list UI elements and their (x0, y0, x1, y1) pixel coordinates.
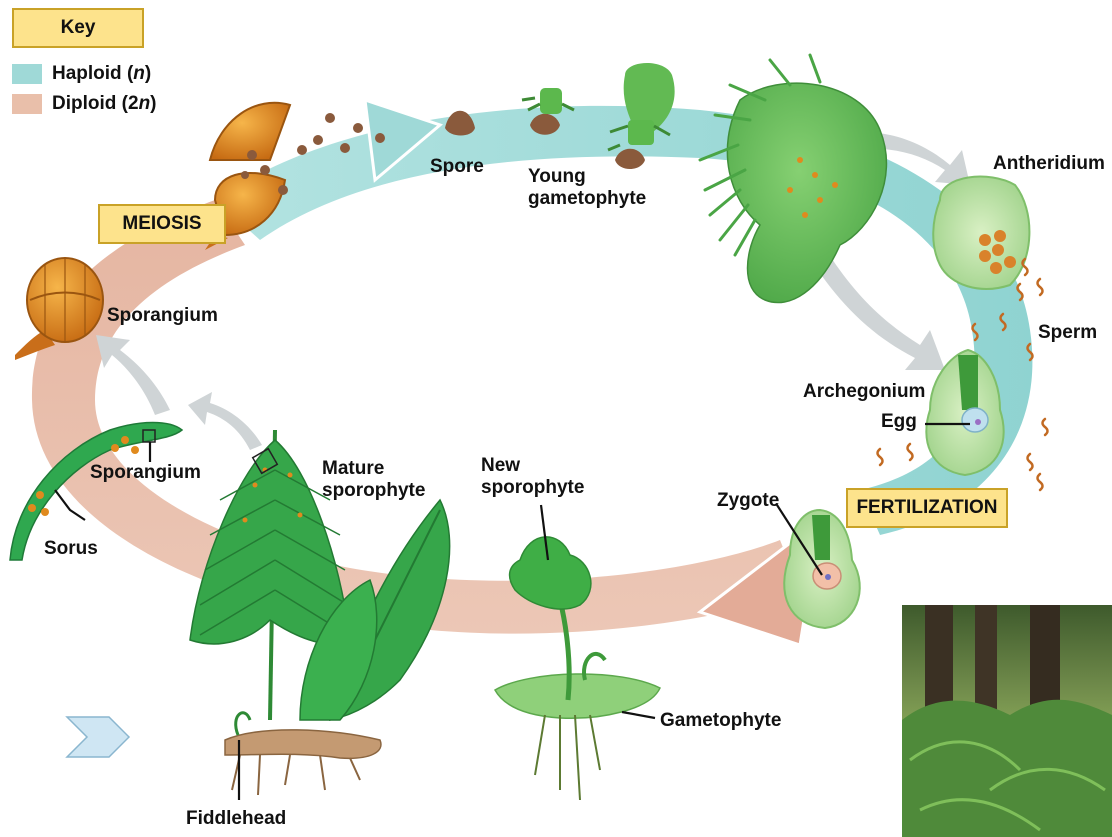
spore-label: Spore (430, 156, 484, 178)
mature-gametophyte-illustration (700, 55, 886, 303)
gametophyte-label: Gametophyte (660, 710, 781, 732)
antheridium-label: Antheridium (993, 153, 1105, 175)
key-diploid-row: Diploid (2n) (12, 93, 157, 115)
fertilization-label: FERTILIZATION (846, 488, 1008, 528)
zygote-label: Zygote (717, 490, 779, 512)
key-haploid-row: Haploid (n) (12, 63, 151, 85)
sperm-label: Sperm (1038, 322, 1097, 344)
new-sporophyte-label: New sporophyte (481, 455, 584, 499)
haploid-swatch (12, 64, 42, 84)
arrow-to-sporangium-top (96, 335, 170, 415)
rhizome-illustration (225, 713, 381, 795)
haploid-label: Haploid (n) (52, 63, 151, 85)
chevron-right-icon[interactable] (65, 715, 131, 759)
sporangium-top-label: Sporangium (107, 305, 218, 327)
young-gametophyte-label: Young gametophyte (528, 166, 646, 210)
diploid-swatch (12, 94, 42, 114)
sporangium-leaf-label: Sporangium (90, 462, 201, 484)
meiosis-label: MEIOSIS (98, 204, 226, 244)
archegonium-label: Archegonium (803, 381, 925, 403)
diploid-label: Diploid (2n) (52, 93, 157, 115)
fiddlehead-label: Fiddlehead (186, 808, 286, 830)
key-title: Key (12, 8, 144, 48)
mature-sporophyte-label: Mature sporophyte (322, 458, 425, 502)
arrow-to-sporangium-leaf (188, 392, 262, 450)
fern-forest-photo (902, 605, 1112, 837)
antheridium-illustration (933, 177, 1029, 289)
sorus-label: Sorus (44, 538, 98, 560)
egg-label: Egg (881, 411, 917, 433)
